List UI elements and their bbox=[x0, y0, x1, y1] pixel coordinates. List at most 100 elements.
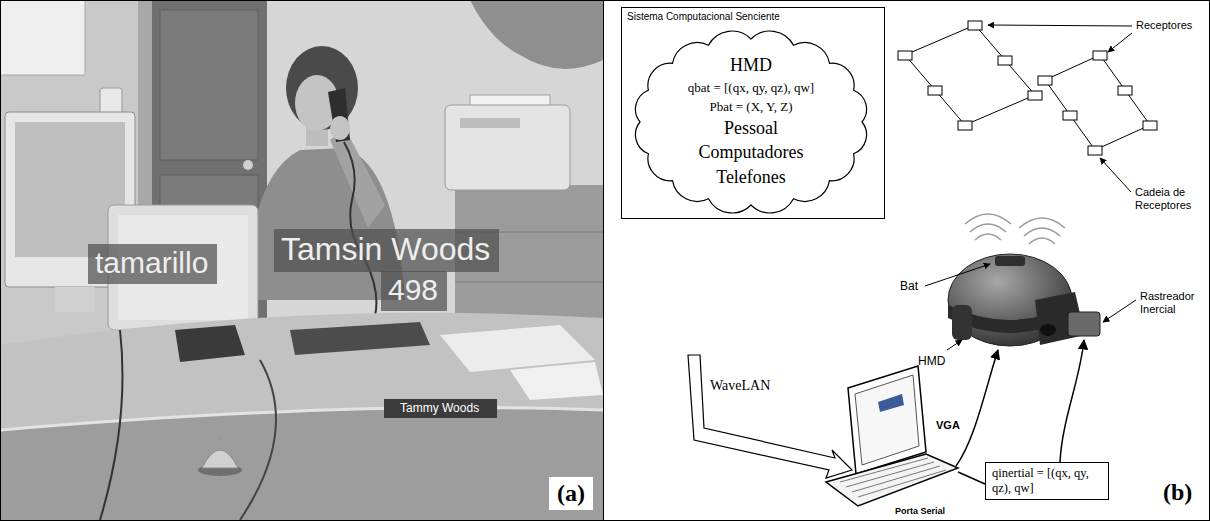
cloud-outline bbox=[635, 31, 866, 213]
leader-line bbox=[1100, 158, 1131, 192]
formula-text: qbat = [(qx, qy, qz), qw] bbox=[688, 80, 814, 96]
fax-panel bbox=[460, 118, 520, 128]
papers bbox=[510, 362, 603, 400]
chain-line bbox=[905, 25, 1035, 125]
panel-tag: (b) bbox=[1163, 478, 1192, 507]
part-label: Rastreador Inercial bbox=[1140, 290, 1208, 316]
phone-handset bbox=[328, 88, 350, 142]
receiver-chain bbox=[905, 25, 1150, 150]
sound-waves bbox=[965, 214, 1065, 244]
port-label: VGA bbox=[936, 419, 960, 432]
part-label: Receptores bbox=[1136, 19, 1192, 32]
desk-front bbox=[1, 408, 603, 521]
data-box: qinertial = [(qx, qy, qz), qw] bbox=[985, 462, 1109, 500]
leader-lines bbox=[925, 25, 1136, 350]
wireless-bolt bbox=[688, 355, 852, 478]
laptop-display bbox=[855, 375, 919, 465]
receiver bbox=[1063, 111, 1077, 120]
desk-edge bbox=[1, 408, 603, 431]
receiver bbox=[928, 86, 942, 95]
box-title: Sistema Computacional Senciente bbox=[627, 11, 879, 23]
serial-cable bbox=[958, 472, 985, 484]
earpiece bbox=[952, 305, 972, 340]
keyboard bbox=[290, 322, 430, 355]
receivers bbox=[898, 21, 1157, 155]
leader-line bbox=[947, 340, 962, 350]
chain-line bbox=[1045, 55, 1150, 150]
panel-tag: (a) bbox=[549, 477, 593, 510]
office-photo bbox=[1, 1, 603, 520]
person-arm bbox=[330, 128, 385, 228]
plant bbox=[470, 1, 603, 69]
receiver bbox=[998, 56, 1012, 65]
overlay-label: tamarillo bbox=[95, 245, 210, 281]
name-plate: Tammy Woods bbox=[384, 399, 497, 418]
overlay-tag: tamarillo bbox=[88, 244, 217, 284]
receiver bbox=[968, 21, 982, 30]
desk-top bbox=[1, 313, 603, 520]
wave bbox=[965, 214, 1011, 224]
bell-knob bbox=[217, 435, 223, 441]
desk-phone bbox=[175, 325, 245, 362]
panel-divider bbox=[603, 0, 604, 521]
cloud-content: HMD qbat = [(qx, qy, qz), qw] Pbat = (X, Y… bbox=[626, 28, 876, 216]
door-panel bbox=[160, 10, 258, 160]
laptop-base bbox=[826, 454, 958, 506]
overlay-label: Tamsin Woods bbox=[281, 230, 492, 268]
cloud-item: Pessoal bbox=[724, 118, 778, 140]
formula-text: Pbat = (X, Y, Z) bbox=[709, 99, 792, 115]
tracker-cable bbox=[1060, 340, 1084, 462]
door-handle bbox=[243, 160, 253, 170]
receiver bbox=[1038, 76, 1052, 85]
person-hand bbox=[330, 116, 350, 140]
bell-dome bbox=[202, 450, 238, 468]
formula-text: qinertial = [(qx, qy, qz), qw] bbox=[992, 466, 1102, 496]
part-label: Cadeia de Receptores bbox=[1135, 186, 1205, 212]
receiver bbox=[1088, 146, 1102, 155]
laptop bbox=[826, 366, 958, 506]
port-label: Porta Serial bbox=[895, 506, 945, 517]
receiver bbox=[1028, 91, 1042, 100]
panel-ground bbox=[604, 1, 1209, 520]
part-label: Bat bbox=[900, 279, 918, 293]
overlay-label: 498 bbox=[388, 272, 440, 308]
inertial-tracker bbox=[1068, 312, 1100, 336]
cable bbox=[100, 330, 123, 520]
leader-line bbox=[925, 264, 990, 286]
vga-cable bbox=[956, 350, 998, 466]
receiver bbox=[958, 121, 972, 130]
wave bbox=[970, 224, 1006, 232]
overlay-tag: 498 bbox=[381, 271, 447, 311]
drawer-line bbox=[455, 282, 603, 283]
cloud-item: Computadores bbox=[699, 142, 804, 164]
hmd-lens bbox=[1040, 324, 1056, 336]
wave bbox=[1029, 238, 1055, 244]
helmet bbox=[948, 254, 1100, 346]
leader-line bbox=[988, 25, 1132, 26]
wave bbox=[1019, 218, 1065, 228]
screen-icon bbox=[878, 394, 904, 412]
receiver bbox=[898, 51, 912, 60]
link-label: WaveLAN bbox=[710, 378, 770, 395]
cable bbox=[240, 360, 276, 520]
cloud-item: Telefones bbox=[716, 167, 786, 189]
fax-machine bbox=[445, 105, 570, 190]
window bbox=[1, 1, 85, 75]
wave bbox=[1024, 228, 1060, 236]
receiver bbox=[1118, 86, 1132, 95]
cloud-shape: HMD qbat = [(qx, qy, qz), qw] Pbat = (X, Y… bbox=[626, 28, 876, 216]
cloud-heading: HMD bbox=[730, 55, 772, 77]
monitor-stand bbox=[55, 287, 95, 312]
receiver bbox=[1143, 121, 1157, 130]
wave bbox=[975, 234, 1001, 240]
leader-line bbox=[1103, 300, 1136, 322]
overlay-tag: Tamsin Woods bbox=[274, 229, 499, 272]
leader-line bbox=[1108, 33, 1132, 52]
plate-text: Tammy Woods bbox=[400, 401, 481, 415]
receiver bbox=[1093, 51, 1107, 60]
system-box: Sistema Computacional SencienteHMD qbat =… bbox=[621, 7, 885, 219]
bat-device bbox=[995, 256, 1025, 266]
part-label: HMD bbox=[918, 354, 945, 368]
